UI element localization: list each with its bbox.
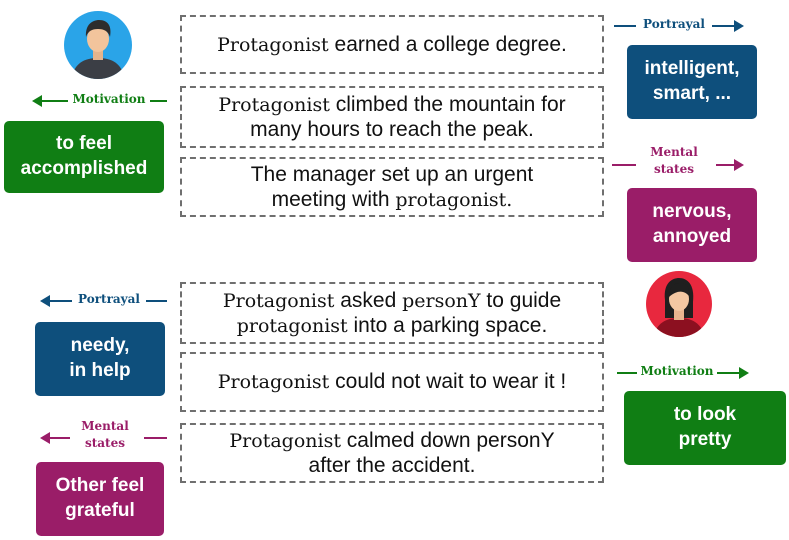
sentence-5-text: could not wait to wear it ! xyxy=(329,370,567,394)
sentence-box-1: Protagonist earned a college degree. xyxy=(180,15,604,74)
mental-states-label-top-line2: states xyxy=(653,161,694,176)
motivation-tag-bottom-line1: to look xyxy=(673,404,737,426)
sentence-6-text-a: calmed down personY xyxy=(340,428,555,452)
motivation-label-bottom: Motivation xyxy=(640,364,714,378)
sentence-4-text-a: asked xyxy=(334,288,403,312)
motivation-tag-top: to feel accomplished xyxy=(4,121,164,193)
portrayal-label-top: Portrayal xyxy=(643,17,705,31)
portrayal-tag-top-line2: smart, ... xyxy=(652,83,732,104)
motivation-tag-bottom-line2: pretty xyxy=(678,429,732,450)
mental-states-label-bottom: Mental states xyxy=(68,418,142,452)
sentence-6-subject: Protagonist xyxy=(229,429,341,452)
sentence-2-text-b: many hours to reach the peak. xyxy=(250,118,534,141)
sentence-6-text-b: after the accident. xyxy=(308,454,476,477)
motivation-tag-top-line2: accomplished xyxy=(20,158,148,179)
portrayal-tag-bottom: needy, in help xyxy=(35,322,165,396)
sentence-1-subject: Protagonist xyxy=(217,33,329,56)
male-avatar-icon xyxy=(64,11,132,79)
mental-states-label-top: Mental states xyxy=(638,144,710,178)
sentence-box-4: Protagonist asked personY to guide prota… xyxy=(180,282,604,344)
sentence-4-text-c: into a parking space. xyxy=(347,314,548,337)
sentence-box-2: Protagonist climbed the mountain for man… xyxy=(180,86,604,148)
mental-states-tag-bottom: Other feel grateful xyxy=(36,462,164,536)
mental-states-tag-top-line2: annoyed xyxy=(652,226,732,247)
portrayal-tag-bottom-line2: in help xyxy=(69,360,131,381)
motivation-label-top: Motivation xyxy=(72,92,146,106)
sentence-2-text-a: climbed the mountain for xyxy=(329,92,566,116)
mental-states-tag-bottom-line2: grateful xyxy=(65,500,135,521)
motivation-tag-bottom: to look pretty xyxy=(624,391,786,465)
mental-states-label-bottom-line2: states xyxy=(84,435,125,450)
sentence-box-3: The manager set up an urgent meeting wit… xyxy=(180,157,604,217)
mental-states-arrow-top xyxy=(612,159,744,171)
mental-states-label-bottom-line1: Mental xyxy=(81,419,129,433)
mental-states-arrow-bottom xyxy=(40,432,167,444)
mental-states-tag-top: nervous, annoyed xyxy=(627,188,757,262)
sentence-4-persony: personY xyxy=(402,289,481,312)
portrayal-arrow-bottom xyxy=(40,295,167,307)
sentence-4-text-b: to guide xyxy=(480,288,562,312)
sentence-3-text-a: The manager set up an urgent xyxy=(250,162,534,186)
motivation-arrow-top xyxy=(32,95,167,107)
sentence-1-text: earned a college degree. xyxy=(328,32,567,56)
sentence-box-6: Protagonist calmed down personY after th… xyxy=(180,423,604,483)
portrayal-tag-top-line1: intelligent, xyxy=(644,58,740,80)
portrayal-tag-top: intelligent, smart, ... xyxy=(627,45,757,119)
sentence-4-subject: Protagonist xyxy=(222,289,335,312)
sentence-box-5: Protagonist could not wait to wear it ! xyxy=(180,352,604,412)
sentence-3-text-b: meeting with xyxy=(271,188,396,211)
portrayal-arrow-top xyxy=(614,20,744,32)
motivation-tag-top-line1: to feel xyxy=(56,133,112,155)
mental-states-label-top-line1: Mental xyxy=(650,145,698,159)
portrayal-label-bottom: Portrayal xyxy=(78,292,140,306)
sentence-4-object: protagonist xyxy=(236,315,348,337)
mental-states-tag-top-line1: nervous, xyxy=(652,201,732,223)
mental-states-tag-bottom-line1: Other feel xyxy=(55,475,145,497)
motivation-arrow-bottom xyxy=(617,367,749,379)
sentence-2-subject: Protagonist xyxy=(218,93,330,116)
female-avatar-icon xyxy=(646,271,712,337)
sentence-3-object: protagonist. xyxy=(395,189,513,211)
portrayal-tag-bottom-line1: needy, xyxy=(70,335,130,357)
sentence-5-subject: Protagonist xyxy=(217,371,330,394)
